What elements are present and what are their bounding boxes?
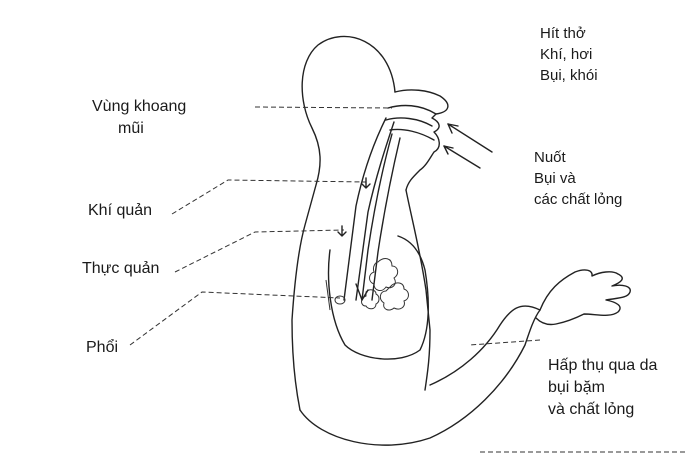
skin-label-line1: Hấp thụ qua da	[548, 357, 658, 374]
inhale-label-line1: Hít thở	[540, 25, 586, 42]
esophagus-leader-line	[174, 229, 345, 273]
trachea-label: Khí quản	[88, 202, 153, 219]
trachea-leader-line	[171, 179, 367, 215]
swallow-label-line1: Nuốt	[534, 149, 566, 166]
lung-alveoli	[361, 258, 409, 311]
lung-cavity	[327, 235, 429, 360]
esophagus-label: Thực quản	[82, 260, 160, 277]
skin-label-line2: bụi bặm	[548, 379, 605, 396]
trachea-arrow-mark	[361, 177, 371, 189]
nasal-label-line2: mũi	[118, 120, 144, 137]
arm-outline	[299, 305, 541, 446]
head-back-outline	[291, 35, 396, 411]
nasal-leader-line	[254, 106, 393, 109]
lungs-label: Phổi	[86, 339, 119, 356]
trachea-tube	[343, 117, 395, 301]
face-profile	[394, 89, 449, 191]
hand-outline	[535, 269, 631, 326]
nasal-label-line1: Vùng khoang	[92, 98, 187, 115]
bronchus-arrow	[355, 283, 369, 301]
swallow-label-line3: các chất lỏng	[534, 191, 623, 208]
chest-front	[405, 189, 431, 391]
inhale-arrow-2-head	[443, 145, 454, 155]
inhale-arrow-2	[443, 145, 481, 169]
spine-line	[325, 279, 331, 311]
inhale-label-line2: Khí, hơi	[540, 46, 593, 63]
inhale-label-line3: Bụi, khói	[540, 67, 598, 84]
bronchus-opening	[334, 295, 346, 305]
inhale-arrow-1	[447, 123, 493, 153]
lungs-leader-line	[129, 291, 341, 346]
nasal-passage	[385, 104, 437, 141]
skin-label-line3: và chất lỏng	[548, 401, 635, 418]
inhale-arrow-1-head	[447, 123, 459, 134]
esophagus-arrow-mark	[337, 225, 347, 237]
swallow-label-line2: Bụi và	[534, 170, 576, 187]
skin-leader-line	[469, 339, 541, 346]
esophagus-tube	[361, 133, 401, 301]
